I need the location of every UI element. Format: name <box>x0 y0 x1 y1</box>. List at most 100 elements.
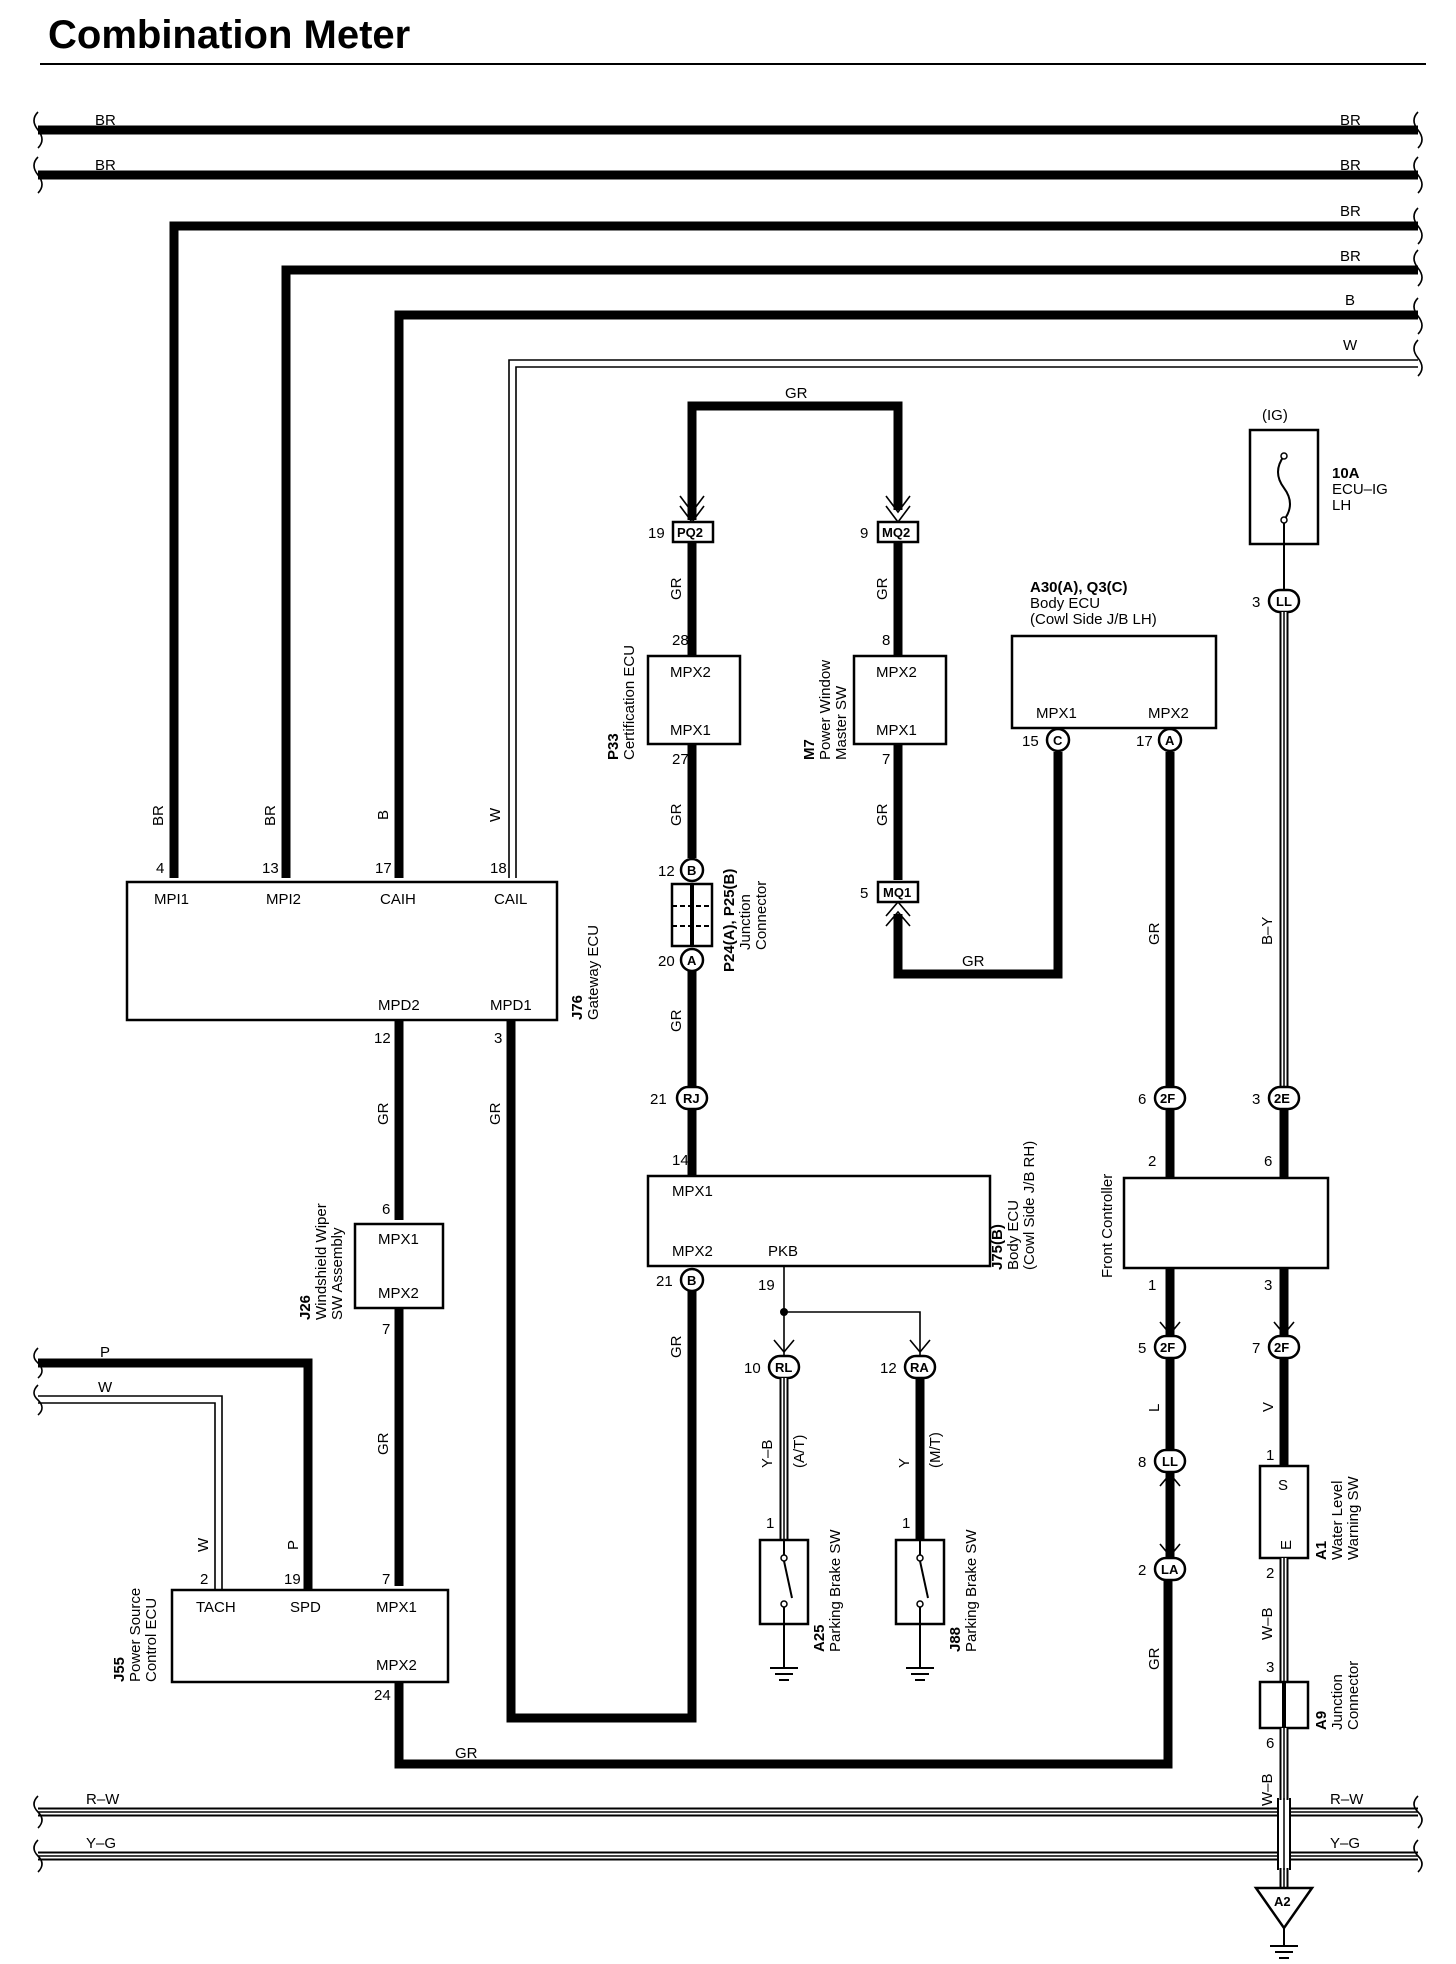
body-ecu-lh-box <box>1010 634 1218 730</box>
wire-spd <box>38 1358 313 1590</box>
component-name: Master SW <box>833 685 850 760</box>
component-name: SW Assembly <box>329 1227 346 1320</box>
wire-tach <box>38 1395 223 1590</box>
pin-number: 24 <box>374 1687 391 1704</box>
power-source-box <box>170 1588 450 1684</box>
wire-note: (M/T) <box>927 1432 944 1468</box>
fuse-name: LH <box>1332 497 1351 514</box>
connector-a <box>1157 727 1183 753</box>
connector-la <box>1153 1556 1187 1582</box>
pin-number: 1 <box>1148 1277 1156 1294</box>
wire-label: GR <box>375 1102 392 1125</box>
mpd1-chain: 3 GR <box>487 1020 697 1723</box>
pin-number: 19 <box>284 1571 301 1588</box>
fuse-terminal <box>1280 452 1288 460</box>
connector-b <box>679 1267 705 1293</box>
power-window-switch: MQ2 9 GR 8 MPX2 MPX1 7 GR MQ1 5 GR M7 Po… <box>801 520 1063 979</box>
pin-number: 8 <box>1138 1454 1146 1471</box>
wire-bottom-gr <box>394 1580 1173 1769</box>
wire-label: L <box>1146 1404 1163 1412</box>
pin-number: 12 <box>374 1030 391 1047</box>
wire-label: GR <box>668 1009 685 1032</box>
pin-number: 8 <box>882 632 890 649</box>
wire-top-loop <box>687 401 903 520</box>
wire-label: W <box>1343 337 1358 354</box>
pin-label: MPX1 <box>672 1183 713 1200</box>
wire-label: GR <box>487 1102 504 1125</box>
break-mark <box>33 1347 43 1379</box>
component-name: Windshield Wiper <box>313 1203 330 1320</box>
wire-label: R–W <box>86 1791 120 1808</box>
connector-label: LA <box>1161 1562 1179 1577</box>
bottom-gr-wire: GR <box>394 1580 1173 1769</box>
component-name: Water Level <box>1329 1481 1346 1560</box>
connector-label: 2F <box>1274 1340 1289 1355</box>
wire-mpi1 <box>169 221 1418 878</box>
pin-number: 20 <box>658 953 675 970</box>
component-name: Warning SW <box>1345 1476 1362 1560</box>
ground-icon <box>1270 1945 1298 1959</box>
connector-label: RA <box>910 1360 929 1375</box>
wire-label: R–W <box>1330 1791 1364 1808</box>
junction-connector-p24: B 12 A 20 P24(A), P25(B) Junction Connec… <box>658 857 770 1086</box>
connector-label: LL <box>1276 594 1292 609</box>
wire-note: (A/T) <box>791 1435 808 1468</box>
switch-contact <box>780 1600 788 1608</box>
connector-rj: RJ 21 <box>650 1085 709 1176</box>
connector-label: MQ2 <box>882 525 910 540</box>
break-mark <box>33 111 43 149</box>
body-ecu-rh-box <box>646 1174 992 1268</box>
fuse-name: ECU–IG <box>1332 481 1388 498</box>
pin-number: 17 <box>375 860 392 877</box>
pin-label: E <box>1278 1540 1295 1550</box>
top-harness: BR BR BR BR BR BR B W <box>33 111 1423 377</box>
gateway-inputs: BR BR B W 4 13 17 18 <box>150 221 1418 878</box>
pin-number: 7 <box>382 1571 390 1588</box>
fuse-rating: 10A <box>1332 465 1360 482</box>
pin-number: 3 <box>1252 594 1260 611</box>
front-controller-box <box>1122 1176 1330 1270</box>
connector-b <box>679 857 705 883</box>
wire-label: GR <box>1146 1647 1163 1670</box>
arrow-icon <box>1159 1543 1181 1558</box>
certification-box <box>646 654 742 746</box>
pin-label: MPX2 <box>670 664 711 681</box>
pin-number: 13 <box>262 860 279 877</box>
wire-label: BR <box>150 805 167 826</box>
pin-label: MPX2 <box>376 1657 417 1674</box>
pin-label: TACH <box>196 1599 236 1616</box>
pin-number: 12 <box>880 1360 897 1377</box>
component-id: J55 <box>111 1657 128 1682</box>
wire-label: Y–B <box>759 1440 776 1468</box>
pin-number: 21 <box>656 1273 673 1290</box>
wire-cail <box>508 359 1418 878</box>
pin-number: 5 <box>860 885 868 902</box>
component-id: P33 <box>605 733 622 760</box>
splice-point <box>780 1308 788 1316</box>
pin-label: CAIL <box>494 891 527 908</box>
ground-label: A2 <box>1274 1894 1291 1909</box>
component-name: Certification ECU <box>621 645 638 760</box>
supply-label: (IG) <box>1262 407 1288 424</box>
power-source-ecu: TACH SPD MPX1 MPX2 2 19 7 24 J55 Power S… <box>111 1571 450 1704</box>
component-id: J76 <box>569 995 586 1020</box>
connector-label: RJ <box>683 1091 700 1106</box>
component-id: A1 <box>1313 1541 1330 1560</box>
pin-label: MPX1 <box>376 1599 417 1616</box>
component-id: J88 <box>947 1627 964 1652</box>
pin-number: 7 <box>882 751 890 768</box>
wire-mpd1 <box>506 1020 697 1723</box>
wire-label: GR <box>375 1432 392 1455</box>
component-name: Body ECU <box>1005 1200 1022 1270</box>
break-mark <box>1413 156 1423 194</box>
switch-contact <box>916 1554 924 1562</box>
connector-label: B <box>687 863 696 878</box>
connector-label: C <box>1053 733 1063 748</box>
pin-number: 2 <box>1148 1153 1156 1170</box>
wire-label: BR <box>262 805 279 826</box>
pin-number: 5 <box>1138 1340 1146 1357</box>
connector-c <box>1045 727 1071 753</box>
wiper-switch: MPX1 MPX2 6 7 J26 Windshield Wiper SW As… <box>297 1201 445 1338</box>
arrow-icon <box>1159 1472 1181 1487</box>
pin-number: 15 <box>1022 733 1039 750</box>
